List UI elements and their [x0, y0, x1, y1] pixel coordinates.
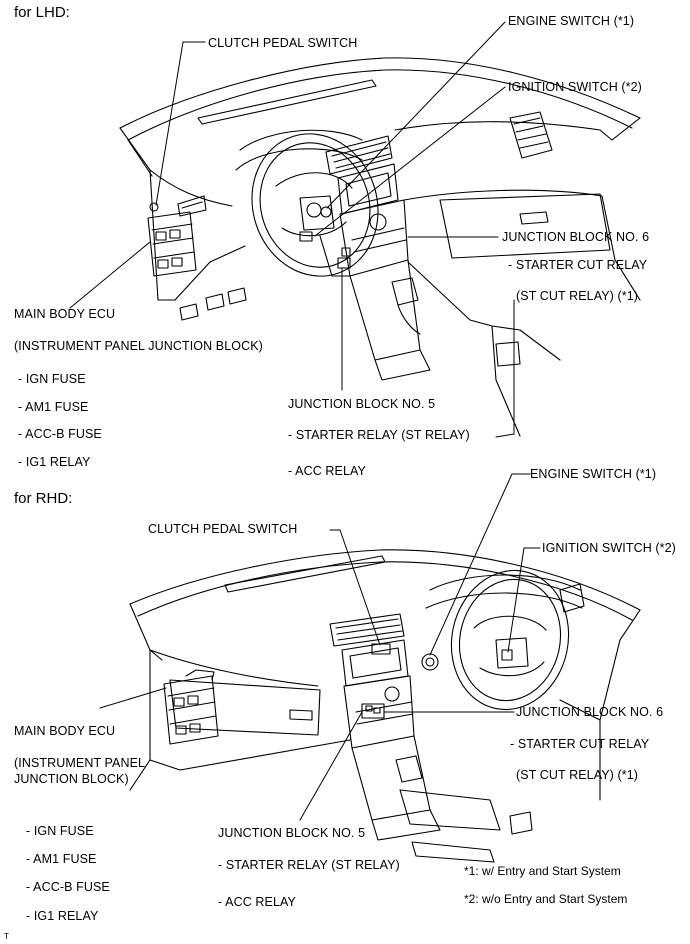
- lhd-heading: for LHD:: [14, 4, 70, 21]
- footnote-1: *1: w/ Entry and Start System: [464, 864, 621, 878]
- lhd-ign-fuse-label: - IGN FUSE: [18, 372, 86, 386]
- rhd-leader-lines: [99, 473, 541, 821]
- lhd-am1-fuse-label: - AM1 FUSE: [18, 400, 89, 414]
- rhd-junction-block-5-label: JUNCTION BLOCK NO. 5: [218, 826, 366, 840]
- rhd-clutch-pedal-switch-label: CLUTCH PEDAL SWITCH: [148, 522, 298, 536]
- lhd-starter-relay-label: - STARTER RELAY (ST RELAY): [288, 428, 470, 442]
- rhd-ign-fuse-label: - IGN FUSE: [26, 824, 94, 838]
- rhd-dashboard-drawing: [129, 549, 641, 863]
- lhd-main-body-ecu-label: MAIN BODY ECU: [14, 307, 116, 321]
- rhd-acc-relay-label: - ACC RELAY: [218, 895, 296, 909]
- lhd-junction-block-6-label: JUNCTION BLOCK NO. 6: [502, 230, 650, 244]
- lhd-acc-relay-label: - ACC RELAY: [288, 464, 366, 478]
- rhd-ig1-relay-label: - IG1 RELAY: [26, 909, 99, 923]
- lhd-junction-block-5-label: JUNCTION BLOCK NO. 5: [288, 397, 436, 411]
- rhd-instrument-panel-jb-line1: (INSTRUMENT PANEL: [14, 756, 146, 770]
- rhd-starter-cut-relay-label: - STARTER CUT RELAY: [510, 737, 650, 751]
- lhd-dashboard-drawing: [119, 57, 641, 437]
- lhd-engine-switch-label: ENGINE SWITCH (*1): [508, 14, 635, 28]
- lhd-ig1-relay-label: - IG1 RELAY: [18, 455, 91, 469]
- rhd-junction-block-6-label: JUNCTION BLOCK NO. 6: [516, 705, 664, 719]
- lhd-leader-lines: [69, 21, 515, 438]
- rhd-main-body-ecu-label: MAIN BODY ECU: [14, 724, 116, 738]
- lhd-accb-fuse-label: - ACC-B FUSE: [18, 427, 102, 441]
- lhd-starter-cut-relay-label: - STARTER CUT RELAY: [508, 258, 648, 272]
- lhd-instrument-panel-jb-label: (INSTRUMENT PANEL JUNCTION BLOCK): [14, 339, 263, 353]
- rhd-starter-relay-label: - STARTER RELAY (ST RELAY): [218, 858, 400, 872]
- rhd-engine-switch-label: ENGINE SWITCH (*1): [530, 467, 657, 481]
- rhd-instrument-panel-jb-line2: JUNCTION BLOCK): [14, 772, 129, 786]
- rhd-am1-fuse-label: - AM1 FUSE: [26, 852, 97, 866]
- rhd-ignition-switch-label: IGNITION SWITCH (*2): [542, 541, 676, 555]
- rhd-st-cut-relay-label: (ST CUT RELAY) (*1): [516, 768, 639, 782]
- lhd-clutch-pedal-switch-label: CLUTCH PEDAL SWITCH: [208, 36, 358, 50]
- rhd-accb-fuse-label: - ACC-B FUSE: [26, 880, 110, 894]
- lhd-ignition-switch-label: IGNITION SWITCH (*2): [508, 80, 642, 94]
- rhd-heading: for RHD:: [14, 490, 73, 507]
- lhd-st-cut-relay-label: (ST CUT RELAY) (*1): [516, 289, 639, 303]
- footnote-2: *2: w/o Entry and Start System: [464, 892, 628, 906]
- corner-mark: T: [4, 932, 9, 941]
